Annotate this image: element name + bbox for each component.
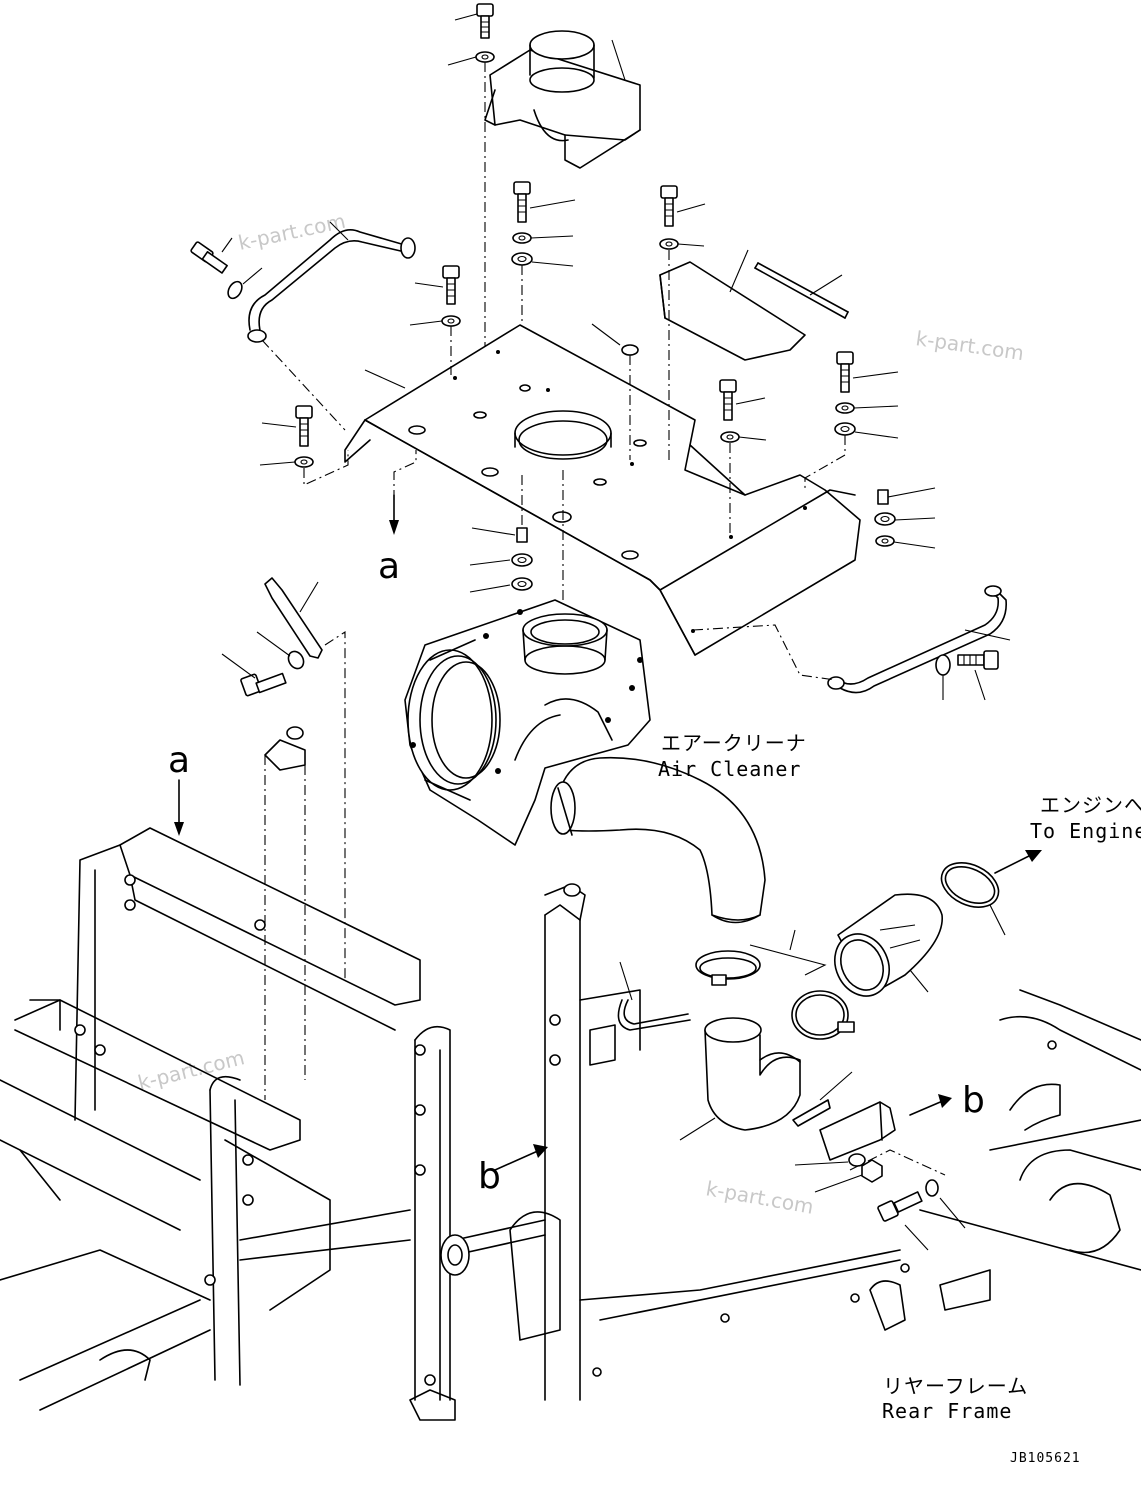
air-cleaner-label-en: Air Cleaner xyxy=(658,757,801,781)
washer-icon xyxy=(256,631,305,670)
spacer xyxy=(877,487,936,505)
rear-frame-label-en: Rear Frame xyxy=(882,1399,1012,1423)
washer-icon xyxy=(875,535,936,549)
watermark: k-part.com xyxy=(236,209,348,255)
plug xyxy=(591,323,639,460)
watermark: k-part.com xyxy=(135,1045,246,1095)
arrow-icon xyxy=(909,1099,946,1116)
assembly-line xyxy=(849,1149,946,1176)
access-cover xyxy=(659,249,806,361)
rear-frame xyxy=(579,989,1141,1377)
outlet-elbow-hose xyxy=(550,756,766,924)
washer-icon xyxy=(469,577,533,593)
arrow-icon xyxy=(494,1149,541,1171)
reference-line xyxy=(393,450,417,500)
to-engine-label-en: To Engine xyxy=(1030,819,1141,843)
assembly-line xyxy=(303,450,349,486)
bolt-row xyxy=(74,874,561,1386)
hose-clamp-icon xyxy=(940,862,1006,936)
handrail-right xyxy=(827,585,1011,694)
watermark: k-part.com xyxy=(914,326,1025,365)
bolt-icon xyxy=(513,181,576,223)
hose-clamp-icon xyxy=(695,950,761,986)
assembly-line xyxy=(324,630,346,980)
reference-label-b: b xyxy=(478,1156,501,1197)
reference-label-b: b xyxy=(962,1080,985,1121)
washer-icon xyxy=(935,654,951,700)
watermark: k-part.com xyxy=(704,1176,815,1219)
support-stay xyxy=(264,577,323,659)
hose-bracket xyxy=(819,1101,896,1161)
washer-icon xyxy=(925,1179,966,1229)
reference-label-a: a xyxy=(168,740,190,781)
washer-icon xyxy=(447,51,495,66)
seal-strip xyxy=(754,262,849,319)
spacer xyxy=(471,527,528,543)
bolt-icon xyxy=(261,405,313,447)
elbow-connector xyxy=(679,1017,801,1141)
rear-frame-label-jp: リヤーフレーム xyxy=(883,1374,1028,1398)
intake-duct-bracket xyxy=(484,30,641,169)
reference-label-a: a xyxy=(378,546,400,587)
bolt-icon xyxy=(660,185,706,227)
bolt-icon xyxy=(454,3,494,39)
washer-icon xyxy=(835,402,899,414)
washer-icon xyxy=(259,456,314,468)
rubber-hose xyxy=(834,893,943,997)
assembly-line xyxy=(692,624,836,681)
bolt-icon xyxy=(190,237,233,274)
washer-icon xyxy=(659,238,705,250)
washer-icon xyxy=(409,315,461,327)
bolt-icon xyxy=(221,653,287,697)
strap-clamp xyxy=(617,961,691,1031)
bolt-icon xyxy=(877,1191,929,1251)
assembly-line xyxy=(804,435,846,490)
to-engine-label-jp: エンジンへ xyxy=(1040,793,1141,817)
pad xyxy=(792,1071,853,1127)
bolt-icon xyxy=(719,379,766,421)
assembly-line xyxy=(261,339,346,431)
drawing-code: JB105621 xyxy=(1010,1451,1081,1466)
leader-line xyxy=(789,929,796,951)
washer-icon xyxy=(511,252,574,267)
air-cleaner xyxy=(404,599,651,846)
bolt-icon xyxy=(836,351,899,393)
air-cleaner-cover-plate xyxy=(344,324,861,656)
hose-clamp-icon xyxy=(791,990,855,1040)
washer-icon xyxy=(512,232,574,244)
arrow-icon xyxy=(994,852,1036,874)
bolt-icon xyxy=(414,265,460,305)
handrail-left xyxy=(247,221,416,343)
air-cleaner-label-jp: エアークリーナ xyxy=(661,731,807,755)
washer-icon xyxy=(227,267,263,300)
leader-line xyxy=(749,944,827,976)
washer-icon xyxy=(469,553,533,567)
washer-icon xyxy=(874,512,936,526)
bolt-icon xyxy=(957,650,999,701)
washer-icon xyxy=(720,431,767,443)
nut xyxy=(814,1159,883,1193)
